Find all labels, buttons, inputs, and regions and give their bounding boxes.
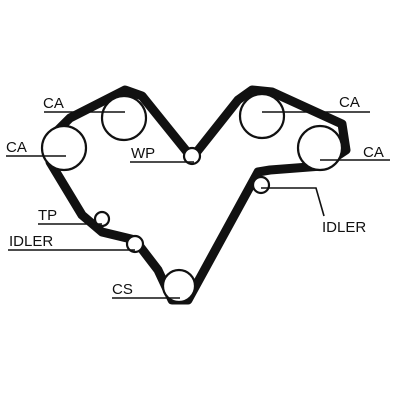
ca-pulley-right [296, 124, 344, 172]
ca-pulley-upper-left [100, 94, 148, 142]
label-idler-left: IDLER [9, 233, 53, 250]
timing-belt [43, 85, 351, 305]
label-ca-right: CA [363, 144, 384, 161]
cs-pulley [161, 268, 197, 304]
idler-pulley-right [251, 175, 271, 195]
label-tp: TP [38, 207, 57, 224]
label-cs: CS [112, 281, 133, 298]
tp-pulley [93, 210, 111, 228]
idler-pulley-left [125, 234, 145, 254]
label-ca-upper-right: CA [339, 94, 360, 111]
label-ca-left: CA [6, 139, 27, 156]
leader-idler-right [261, 187, 325, 217]
wp-pulley [182, 146, 202, 166]
label-idler-right: IDLER [322, 219, 366, 236]
ca-pulley-left [40, 124, 88, 172]
ca-pulley-upper-right [238, 92, 286, 140]
label-ca-upper-left: CA [43, 95, 64, 112]
label-wp: WP [131, 145, 155, 162]
